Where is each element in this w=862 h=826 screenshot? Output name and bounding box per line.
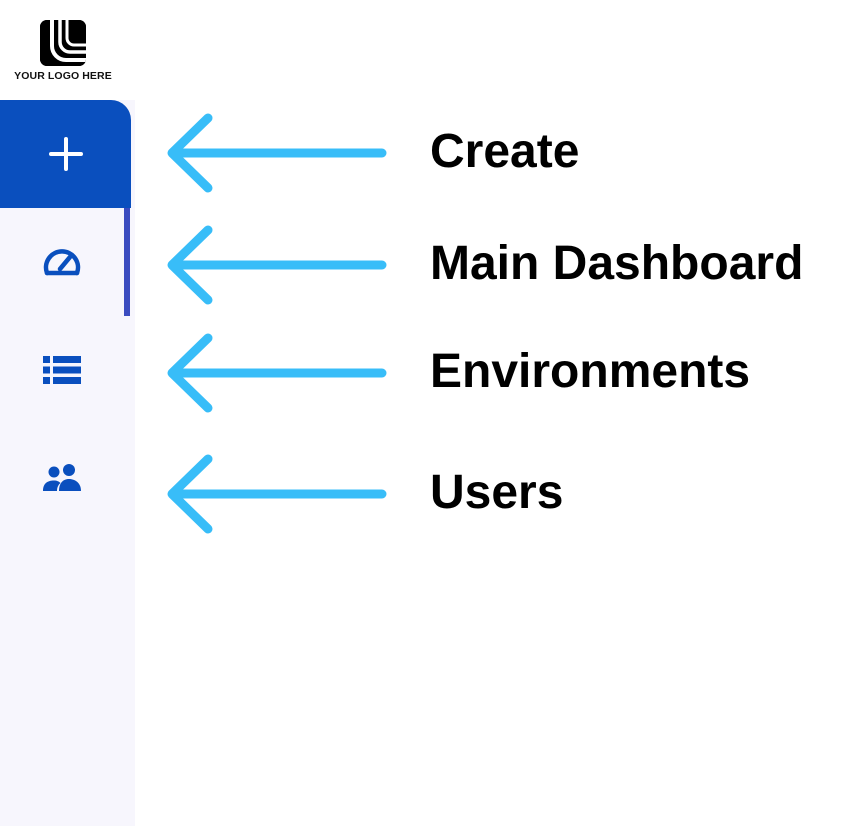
speedometer-icon <box>41 247 83 277</box>
callout-label: Main Dashboard <box>430 237 804 290</box>
callout-label: Environments <box>430 345 751 398</box>
sidebar <box>0 100 135 826</box>
arrow-left-icon <box>160 449 390 539</box>
callout-create: Create <box>160 108 860 198</box>
callout-users: Users <box>160 449 860 539</box>
logo-text: YOUR LOGO HERE <box>14 70 112 82</box>
plus-icon <box>48 136 84 172</box>
arrow-left-icon <box>160 220 390 310</box>
arrow-left-icon <box>160 328 390 418</box>
logo[interactable]: YOUR LOGO HERE <box>0 14 126 86</box>
callout-dashboard: Main Dashboard <box>160 220 860 310</box>
create-button[interactable] <box>0 100 131 208</box>
active-indicator <box>124 208 130 316</box>
sidebar-item-dashboard[interactable] <box>0 208 124 316</box>
sidebar-item-users[interactable] <box>0 424 124 532</box>
callout-environments: Environments <box>160 328 860 418</box>
arrow-left-icon <box>160 108 390 198</box>
callout-label: Users <box>430 466 564 519</box>
logo-arc-icon <box>40 20 86 66</box>
users-icon <box>41 463 83 493</box>
callout-label: Create <box>430 125 580 178</box>
list-icon <box>43 356 81 384</box>
sidebar-item-environments[interactable] <box>0 316 124 424</box>
